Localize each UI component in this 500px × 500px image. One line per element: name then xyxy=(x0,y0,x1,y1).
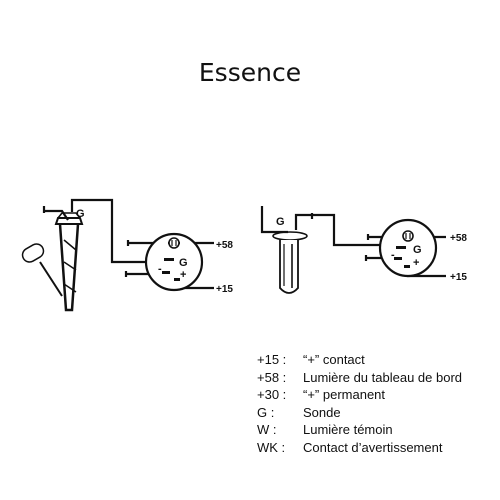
legend-row: +30 : “+” permanent xyxy=(257,386,462,404)
legend-row: W : Lumière témoin xyxy=(257,421,462,439)
left-minus-label: - xyxy=(158,263,162,275)
left-gauge-g-label: G xyxy=(179,257,188,269)
legend-key: W : xyxy=(257,422,277,437)
right-gauge-g-label: G xyxy=(413,244,422,256)
legend-value: “+” permanent xyxy=(303,387,386,402)
left-signal-wire xyxy=(70,198,150,264)
legend-row: +15 : “+” contact xyxy=(257,351,462,369)
right-signal-wire xyxy=(294,213,396,247)
right-gauge xyxy=(378,218,438,278)
right-diagram xyxy=(260,206,446,294)
legend-key: +15 : xyxy=(257,352,287,367)
legend-key: +58 : xyxy=(257,369,287,385)
left-diagram xyxy=(21,198,214,312)
legend-row: G : Sonde xyxy=(257,404,462,422)
right-tube-sender xyxy=(272,231,308,294)
legend-row: WK : Contact d’avertissement xyxy=(257,439,462,457)
right-58-label: +58 xyxy=(450,233,467,244)
left-float-sender xyxy=(21,212,84,312)
left-plus-label: + xyxy=(180,269,186,281)
legend-value: Lumière du tableau de bord xyxy=(303,369,463,385)
legend-key: G : xyxy=(257,404,275,420)
right-minus-label: - xyxy=(391,249,395,261)
right-labels: G G - + +58 +15 xyxy=(276,216,467,283)
legend-key: WK : xyxy=(257,439,286,455)
legend-row: +58 : Lumière du tableau de bord xyxy=(257,369,462,387)
legend: +15 : “+” contact +58 : Lumière du table… xyxy=(257,351,462,456)
left-labels: G G - + +58 +15 xyxy=(76,208,233,295)
legend-value: Sonde xyxy=(303,404,341,420)
right-15-label: +15 xyxy=(450,272,467,283)
left-sender-label: G xyxy=(76,208,85,220)
legend-value: Lumière témoin xyxy=(303,422,393,437)
legend-key: +30 : xyxy=(257,387,287,402)
right-ground-wire xyxy=(260,206,288,234)
page-title: Essence xyxy=(198,58,302,87)
left-ground-wire xyxy=(42,206,69,221)
legend-value: Contact d’avertissement xyxy=(303,439,443,455)
left-15-label: +15 xyxy=(216,284,233,295)
legend-value: “+” contact xyxy=(303,352,365,367)
left-58-label: +58 xyxy=(216,240,233,251)
left-gauge xyxy=(144,232,204,292)
right-sender-label: G xyxy=(276,216,285,228)
right-plus-label: + xyxy=(413,257,419,269)
